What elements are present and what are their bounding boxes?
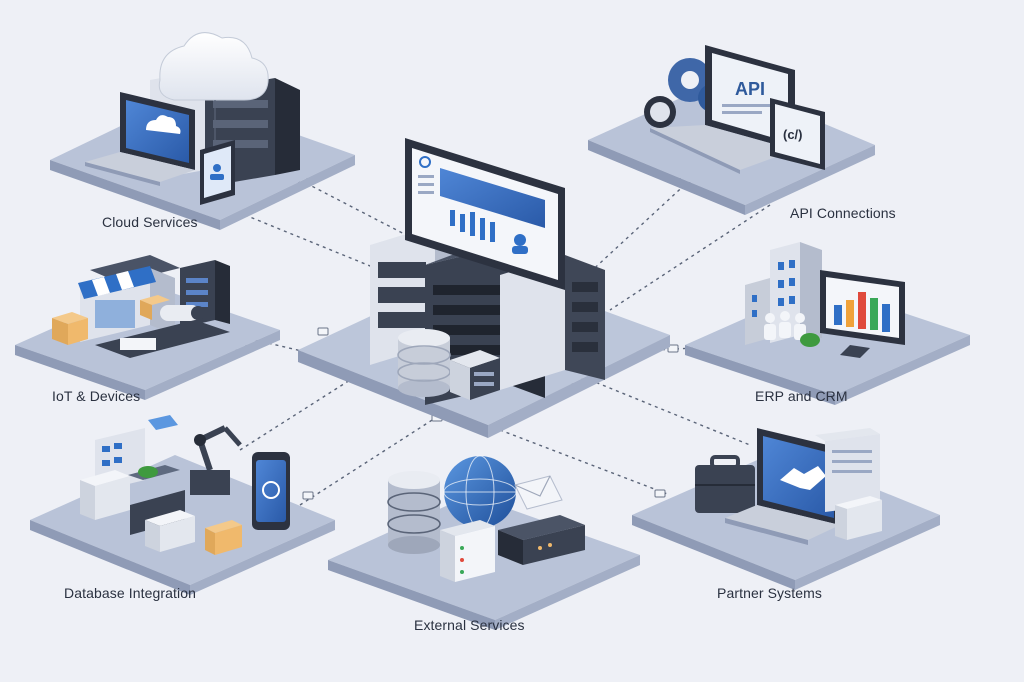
- briefcase-icon: [695, 455, 755, 513]
- iot-devices-illustration: [52, 255, 230, 358]
- database-stack-icon: [387, 471, 441, 554]
- label-database-integration: Database Integration: [64, 585, 196, 601]
- connector-cloud-b: [244, 214, 381, 271]
- api-connections-illustration: API (c/): [644, 45, 825, 174]
- cloud-shape-icon: [158, 32, 269, 101]
- code-icon: (c/): [783, 127, 803, 142]
- label-iot-devices: IoT & Devices: [52, 388, 141, 404]
- hub-small-server: [450, 350, 500, 400]
- hub-monitor: [405, 138, 565, 290]
- hub-database-icon: [397, 329, 451, 397]
- connector-partner: [589, 379, 751, 446]
- erp-crm-illustration: [745, 242, 905, 358]
- bar-chart-icon: [820, 270, 905, 358]
- connector-partner-b: [499, 429, 671, 496]
- cloud-services-illustration: [85, 32, 300, 205]
- connector-db: [239, 379, 351, 451]
- label-cloud-services: Cloud Services: [102, 214, 198, 230]
- central-hub: [370, 138, 605, 405]
- label-api-connections: API Connections: [790, 205, 896, 221]
- people-icon: [764, 311, 806, 340]
- robot-arm-icon: [190, 425, 242, 495]
- hub-server-right: [500, 255, 605, 390]
- user-icon: [213, 164, 221, 172]
- phone-icon: [252, 452, 290, 530]
- mail-icon: [514, 475, 563, 510]
- label-erp-crm: ERP and CRM: [755, 388, 848, 404]
- label-external-services: External Services: [414, 617, 525, 633]
- partner-systems-illustration: [695, 428, 882, 545]
- globe-icon: [443, 455, 517, 529]
- database-integration-illustration: [80, 415, 290, 555]
- api-screen-text: API: [735, 79, 765, 99]
- handshake-icon: [780, 466, 826, 490]
- label-partner-systems: Partner Systems: [717, 585, 822, 601]
- external-services-illustration: [387, 455, 585, 582]
- cloud-icon: [146, 115, 181, 134]
- building-icon: [745, 242, 822, 345]
